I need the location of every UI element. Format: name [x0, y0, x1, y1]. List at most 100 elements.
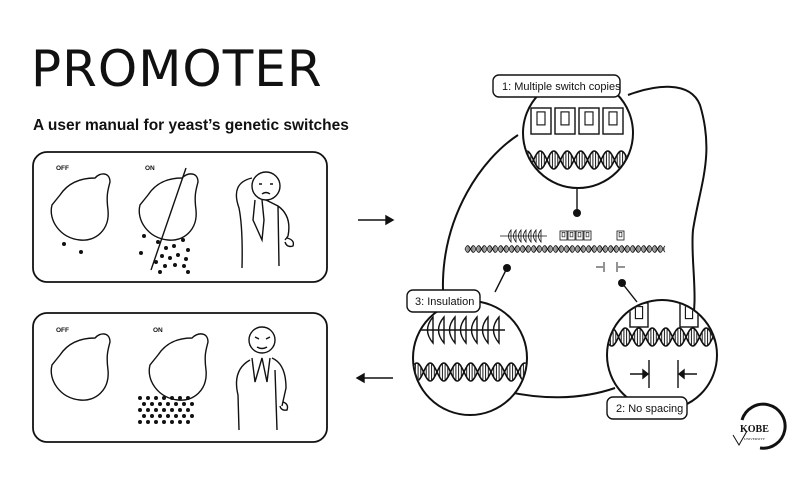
protein-dot: [186, 420, 190, 424]
protein-dot: [138, 408, 142, 412]
protein-dot: [174, 414, 178, 418]
zoom-circle-insulation: [412, 300, 528, 416]
protein-dot: [186, 248, 190, 252]
protein-dot: [176, 253, 180, 257]
protein-dot: [158, 270, 162, 274]
dna-strand: [524, 150, 632, 170]
dna-strand: [608, 327, 716, 347]
svg-text:KOBE: KOBE: [740, 424, 769, 435]
scientist-confused: [235, 171, 295, 269]
protein-dot: [162, 408, 166, 412]
protein-dot: [138, 396, 142, 400]
on-label: ON: [153, 327, 163, 334]
switch-box-icon: [575, 230, 584, 241]
switch-inner: [561, 232, 566, 238]
switch-box-icon: [567, 230, 576, 241]
protein-dots-many: [138, 396, 194, 424]
protein-dot: [158, 414, 162, 418]
protein-dots-on: [139, 234, 190, 274]
switch-inner: [536, 111, 546, 126]
insulator-segment-icon: [528, 228, 532, 244]
protein-dot: [150, 402, 154, 406]
protein-dot: [164, 246, 168, 250]
protein-dot: [163, 264, 167, 268]
protein-dot: [146, 420, 150, 424]
insulator-segment-icon: [437, 315, 445, 345]
protein-dot: [166, 414, 170, 418]
insulator-segment-icon: [523, 228, 527, 244]
off-label: OFF: [56, 327, 69, 334]
protein-dot: [154, 408, 158, 412]
callout-switch-copies: 1: Multiple switch copies: [492, 74, 621, 98]
protein-dot: [184, 257, 188, 261]
yeast-cell-on: [138, 173, 199, 241]
protein-dot: [168, 256, 172, 260]
on-label: ON: [145, 165, 155, 172]
switch-box-icon: [554, 107, 576, 135]
zoom-circle-no-spacing: [606, 299, 718, 411]
switch-inner: [560, 111, 570, 126]
protein-dots-off: [62, 242, 83, 254]
protein-dot: [190, 402, 194, 406]
insulator-segment-icon: [538, 228, 542, 244]
switch-box-icon: [583, 230, 592, 241]
insulator-segment-icon: [513, 228, 517, 244]
switch-inner: [608, 111, 618, 126]
protein-dot: [173, 263, 177, 267]
insulator-segment-icon: [459, 315, 467, 345]
switch-box-icon: [616, 230, 625, 241]
protein-dot: [154, 260, 158, 264]
dna-strand: [414, 362, 526, 382]
insulator-segment-icon: [481, 315, 489, 345]
panel-after: OFF ON: [32, 312, 328, 443]
strike-line: [150, 167, 187, 271]
protein-dot: [190, 414, 194, 418]
promoter-strip: [464, 228, 666, 253]
protein-dot: [146, 408, 150, 412]
dna-strand: [414, 362, 526, 382]
panel-before: OFF ON: [32, 151, 328, 283]
switch-box-icon: [530, 107, 552, 135]
switch-box-icon: [602, 107, 624, 135]
protein-dot: [186, 396, 190, 400]
spacing-marker-small: [596, 262, 625, 272]
switch-box-icon: [559, 230, 568, 241]
page-title: PROMOTER: [31, 40, 323, 98]
switch-inner: [584, 111, 594, 126]
switch-inner: [585, 232, 590, 238]
protein-dot: [181, 238, 185, 242]
protein-dot: [154, 420, 158, 424]
protein-dot: [178, 396, 182, 400]
protein-dot: [186, 408, 190, 412]
protein-dot: [142, 234, 146, 238]
dna-strand: [608, 327, 716, 347]
protein-dot: [142, 402, 146, 406]
yeast-cell-off: [50, 173, 111, 241]
protein-dot: [182, 414, 186, 418]
svg-text:1: Multiple switch copies: 1: Multiple switch copies: [502, 81, 621, 93]
insulator-segment-icon: [448, 315, 456, 345]
insulator-segment-icon: [518, 228, 522, 244]
protein-dot: [138, 420, 142, 424]
yeast-cell-on: [148, 333, 209, 401]
insulator-segment-icon: [426, 315, 434, 345]
off-label: OFF: [56, 165, 69, 172]
switch-box-icon: [578, 107, 600, 135]
page-subtitle: A user manual for yeast’s genetic switch…: [33, 117, 349, 134]
arrow-in-icon: [630, 368, 650, 380]
arrow-right: [358, 214, 395, 226]
insulator-segment-icon: [492, 315, 500, 345]
protein-dot: [178, 408, 182, 412]
protein-dot: [139, 251, 143, 255]
protein-dot: [170, 408, 174, 412]
switch-inner: [634, 306, 644, 320]
insulator-segment-icon: [533, 228, 537, 244]
protein-dot: [142, 414, 146, 418]
zoom-circle-switch-copies: [522, 77, 634, 189]
protein-dot: [166, 402, 170, 406]
protein-dot: [186, 270, 190, 274]
protein-dot: [158, 402, 162, 406]
protein-dot: [174, 402, 178, 406]
arrow-left: [355, 372, 393, 384]
